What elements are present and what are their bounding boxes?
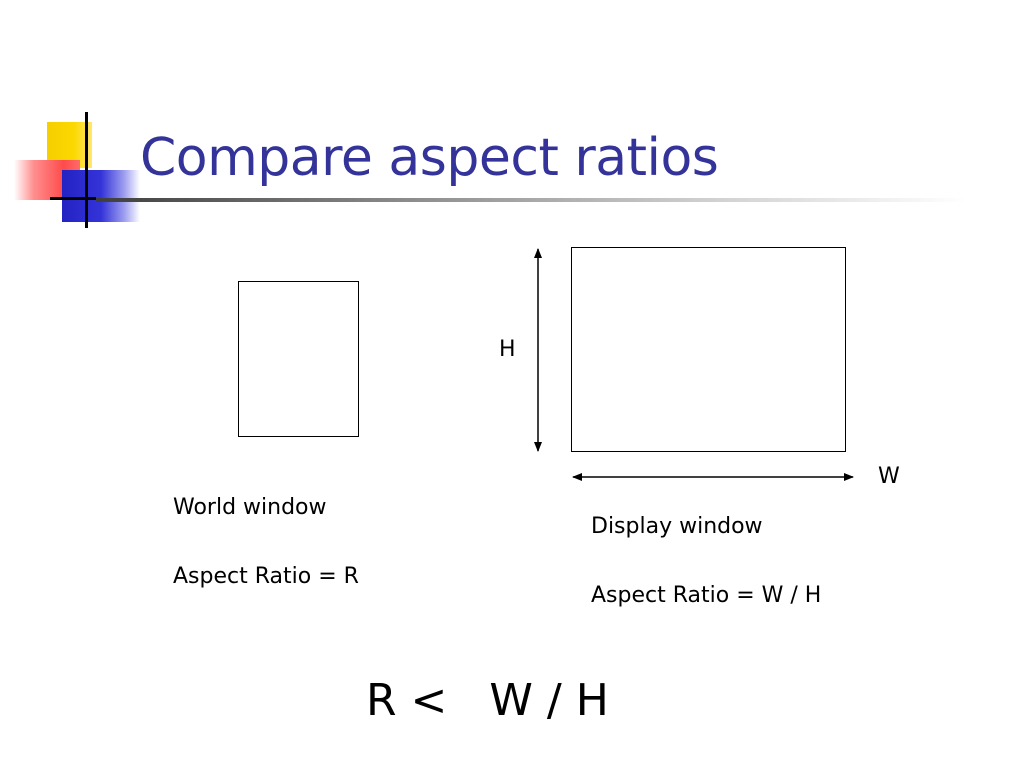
width-label: W (878, 464, 900, 489)
display-window-rectangle (571, 247, 846, 452)
slide-title: Compare aspect ratios (140, 128, 719, 188)
world-window-rectangle (238, 281, 359, 437)
ratio-comparison-formula: R < W / H (366, 675, 609, 726)
logo-blue-bar (62, 170, 140, 222)
display-window-label: Display window (591, 514, 763, 539)
height-label: H (499, 337, 516, 362)
title-underline-rule (96, 198, 966, 202)
world-window-label: World window (173, 495, 327, 520)
slide-logo-decoration (0, 0, 150, 240)
display-aspect-ratio-label: Aspect Ratio = W / H (591, 583, 822, 608)
world-aspect-ratio-label: Aspect Ratio = R (173, 564, 359, 589)
logo-vertical-line (85, 112, 88, 228)
logo-horizontal-line (50, 197, 96, 200)
